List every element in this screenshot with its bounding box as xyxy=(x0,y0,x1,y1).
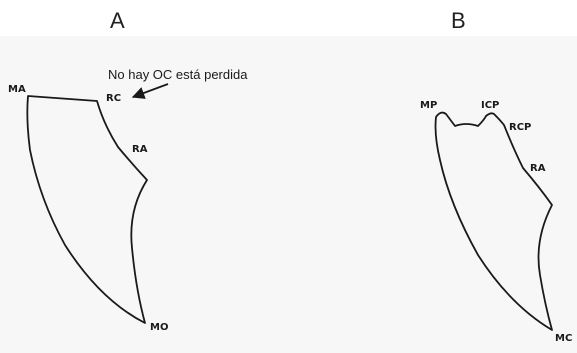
label-rcp: RCP xyxy=(509,122,531,133)
label-ra-a: RA xyxy=(132,144,148,155)
panel-a-diagram: MA RC RA MO No hay OC está perdida xyxy=(8,67,248,333)
label-mo-b: MC xyxy=(555,333,572,344)
panel-b-diagram: MP ICP RCP RA MC xyxy=(420,100,572,344)
annotation-note: No hay OC está perdida xyxy=(108,67,248,82)
label-rc: RC xyxy=(106,93,121,104)
label-ra-b: RA xyxy=(530,163,546,174)
label-icp: ICP xyxy=(481,100,499,111)
panel-a-outline xyxy=(26,95,148,324)
label-mp: MP xyxy=(420,100,437,111)
panel-b-letter: B xyxy=(451,8,466,33)
label-mo-a: MO xyxy=(150,322,168,333)
panel-a-letter: A xyxy=(110,8,125,33)
label-ma: MA xyxy=(8,84,26,95)
scanned-figure-background xyxy=(0,36,577,353)
annotation-arrow xyxy=(131,83,169,99)
panel-b-outline xyxy=(434,111,553,331)
